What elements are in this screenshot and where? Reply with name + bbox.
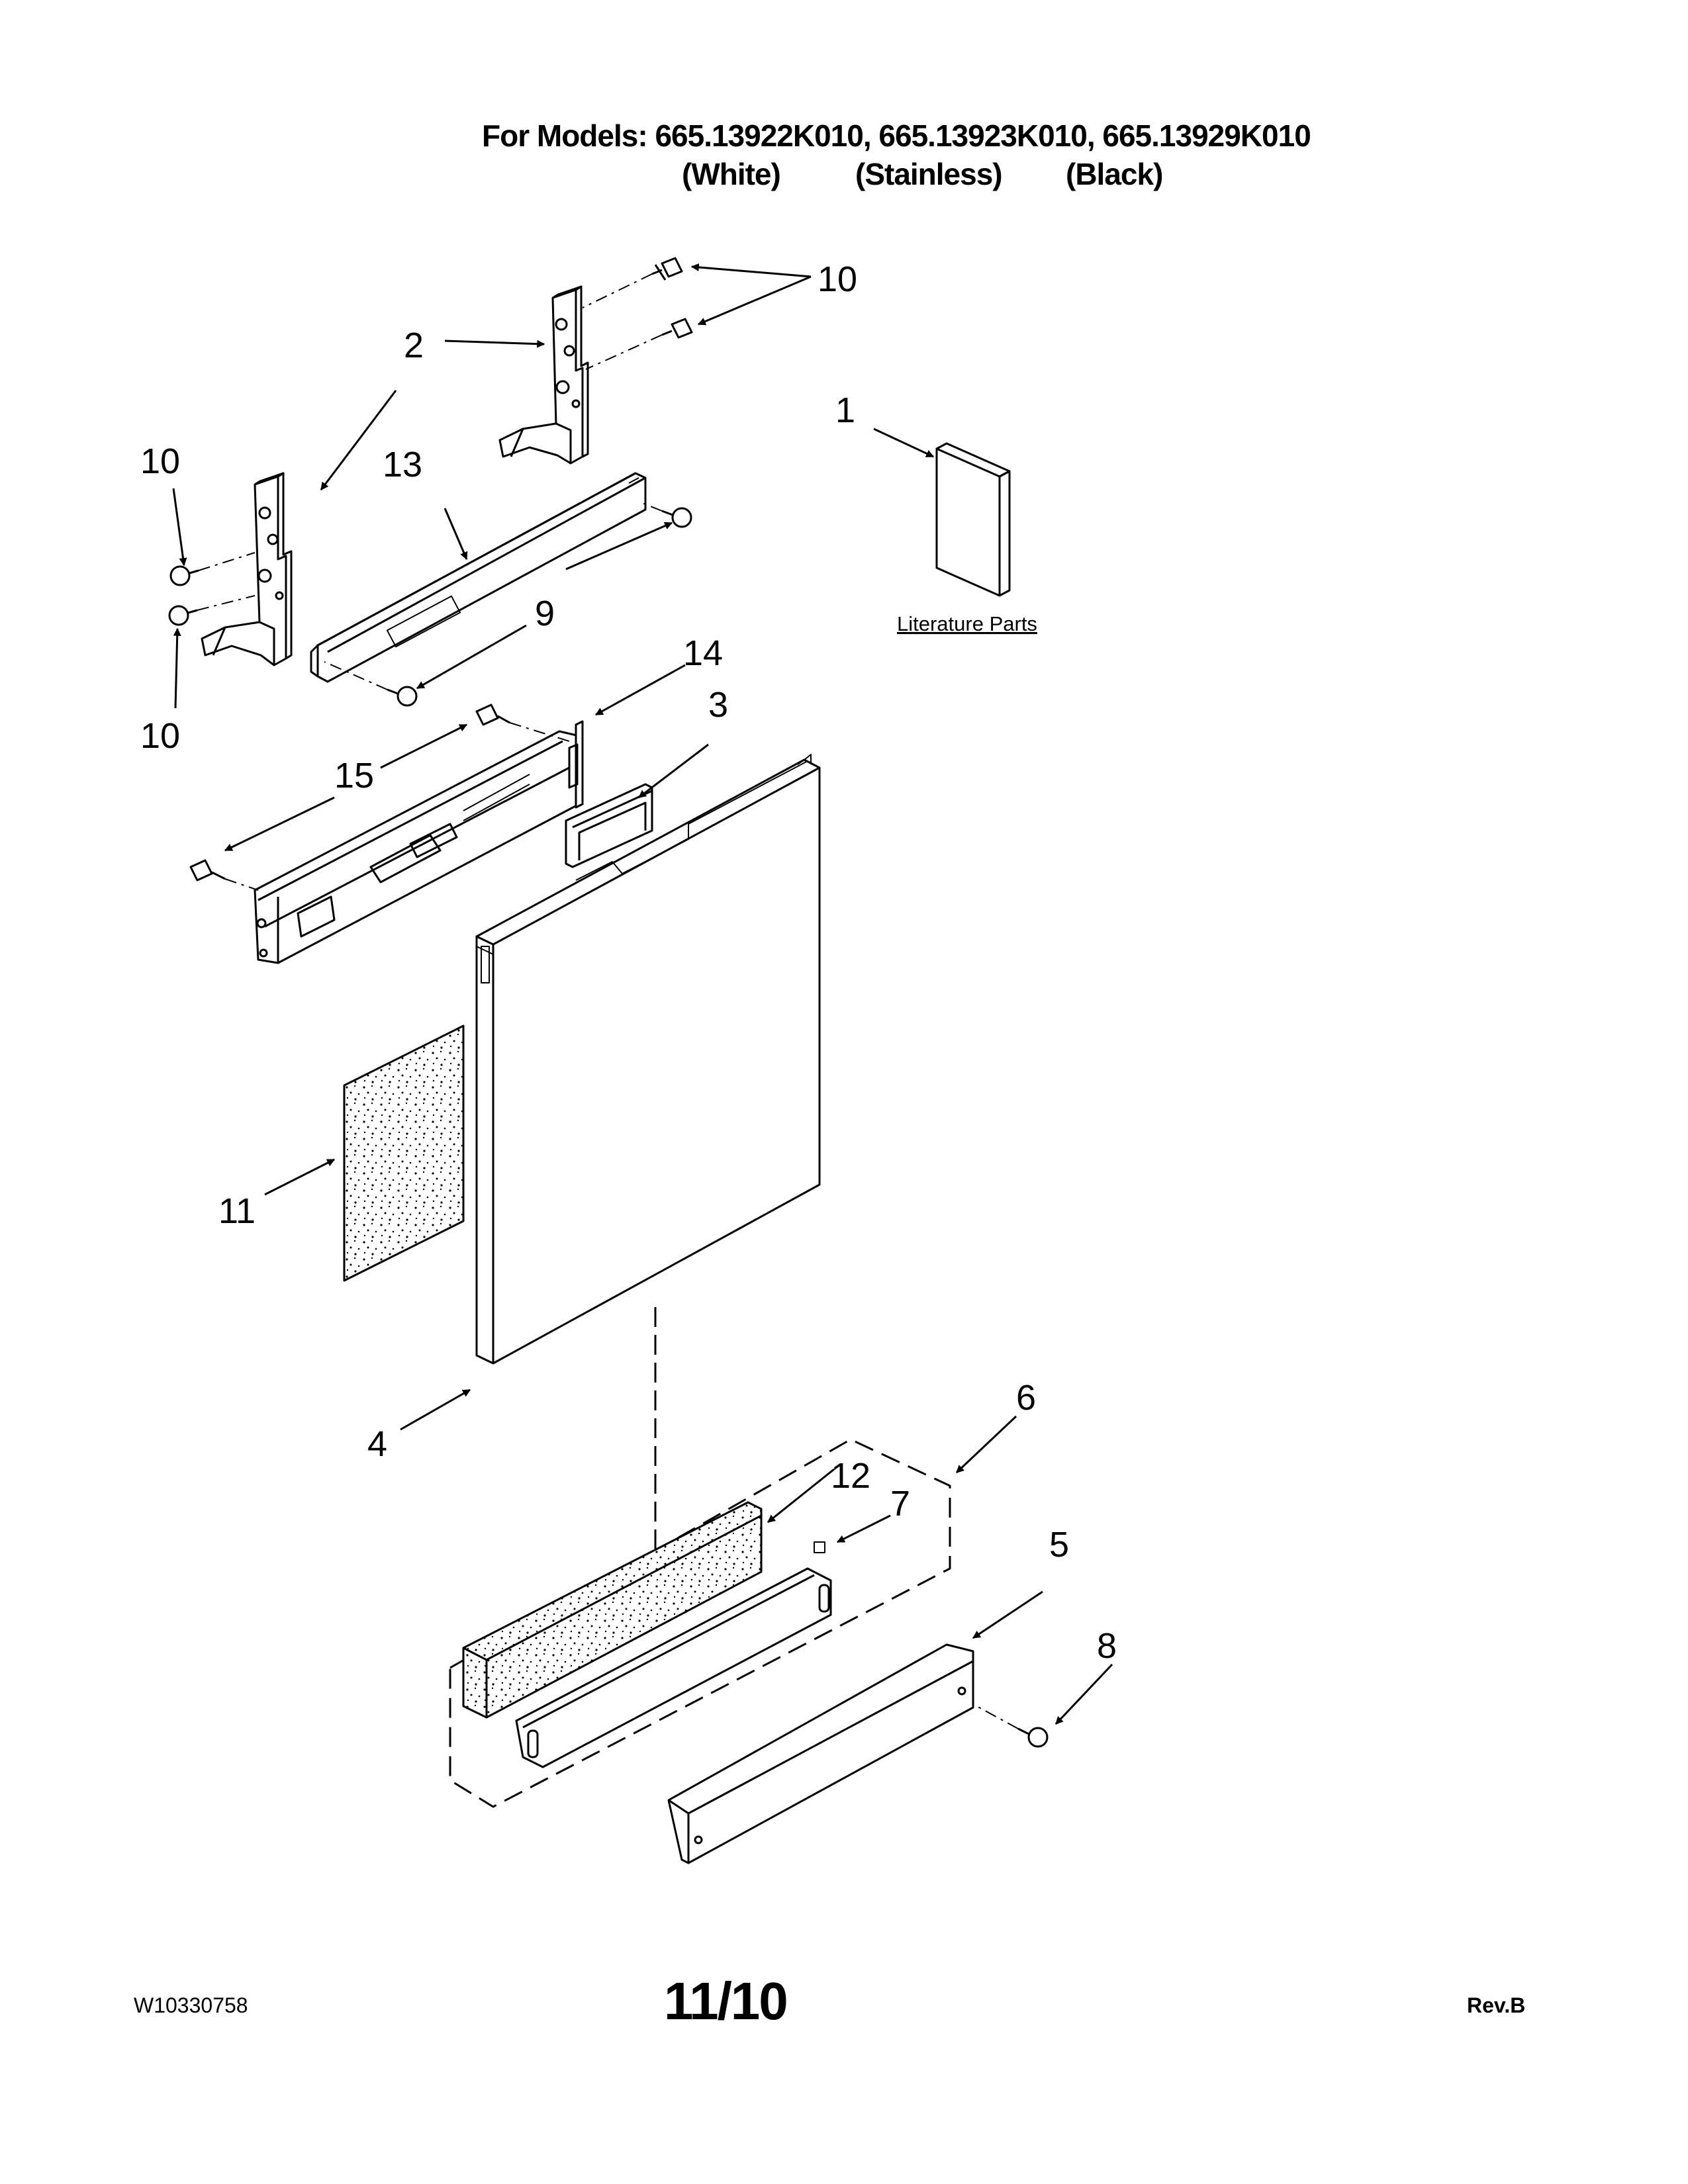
inner-toe-strip (515, 1567, 832, 1768)
callout-9: 9 (535, 594, 555, 633)
screw-9-right (661, 507, 692, 528)
callout-11: 11 (218, 1191, 256, 1231)
finish-white-label: (White) (682, 157, 781, 191)
screw-10-left-bottom (168, 605, 198, 626)
foam-strip (462, 1501, 763, 1719)
finish-black-label: (Black) (1066, 157, 1163, 191)
callout-7: 7 (890, 1484, 910, 1524)
screw-8 (1017, 1727, 1049, 1748)
callout-10-left-lower: 10 (140, 716, 180, 756)
models-title: For Models: 665.13922K010, 665.13923K010… (482, 118, 1311, 153)
clip (814, 1541, 825, 1553)
callout-6: 6 (1016, 1378, 1036, 1418)
hinge-bracket-left (201, 472, 293, 666)
callout-arrows (172, 263, 1113, 1725)
callout-10-left-upper: 10 (140, 441, 180, 481)
callout-15: 15 (334, 756, 374, 796)
screw-10-middle (661, 318, 693, 339)
callout-8: 8 (1097, 1626, 1117, 1666)
callout-1: 1 (835, 390, 855, 430)
screw-15-left (189, 859, 226, 882)
literature-book (935, 442, 1011, 597)
callout-13: 13 (383, 445, 422, 484)
revision-label: Rev.B (1467, 1993, 1526, 2017)
hinge-bracket-right (498, 285, 589, 465)
screw-10-top (651, 257, 683, 281)
top-panel (310, 472, 647, 683)
callout-12: 12 (831, 1456, 870, 1496)
callout-10-top: 10 (818, 259, 857, 299)
insulation-pad (343, 1024, 465, 1282)
callout-3: 3 (708, 685, 728, 725)
revision-date: 11/10 (664, 1972, 788, 2030)
screw-9-bottom (387, 686, 418, 707)
outer-door-panel (475, 754, 821, 1365)
part-number: W10330758 (134, 1993, 248, 2017)
screw-10-left-top (169, 565, 199, 586)
control-panel-assembly (254, 720, 584, 964)
callout-2: 2 (404, 326, 424, 365)
screw-15-top (475, 704, 510, 726)
finish-stainless-label: (Stainless) (855, 157, 1003, 191)
callout-4: 4 (367, 1424, 387, 1464)
literature-parts-label: Literature Parts (897, 612, 1037, 635)
callout-14: 14 (683, 633, 723, 673)
kick-plate (667, 1643, 974, 1864)
callout-5: 5 (1049, 1525, 1069, 1565)
